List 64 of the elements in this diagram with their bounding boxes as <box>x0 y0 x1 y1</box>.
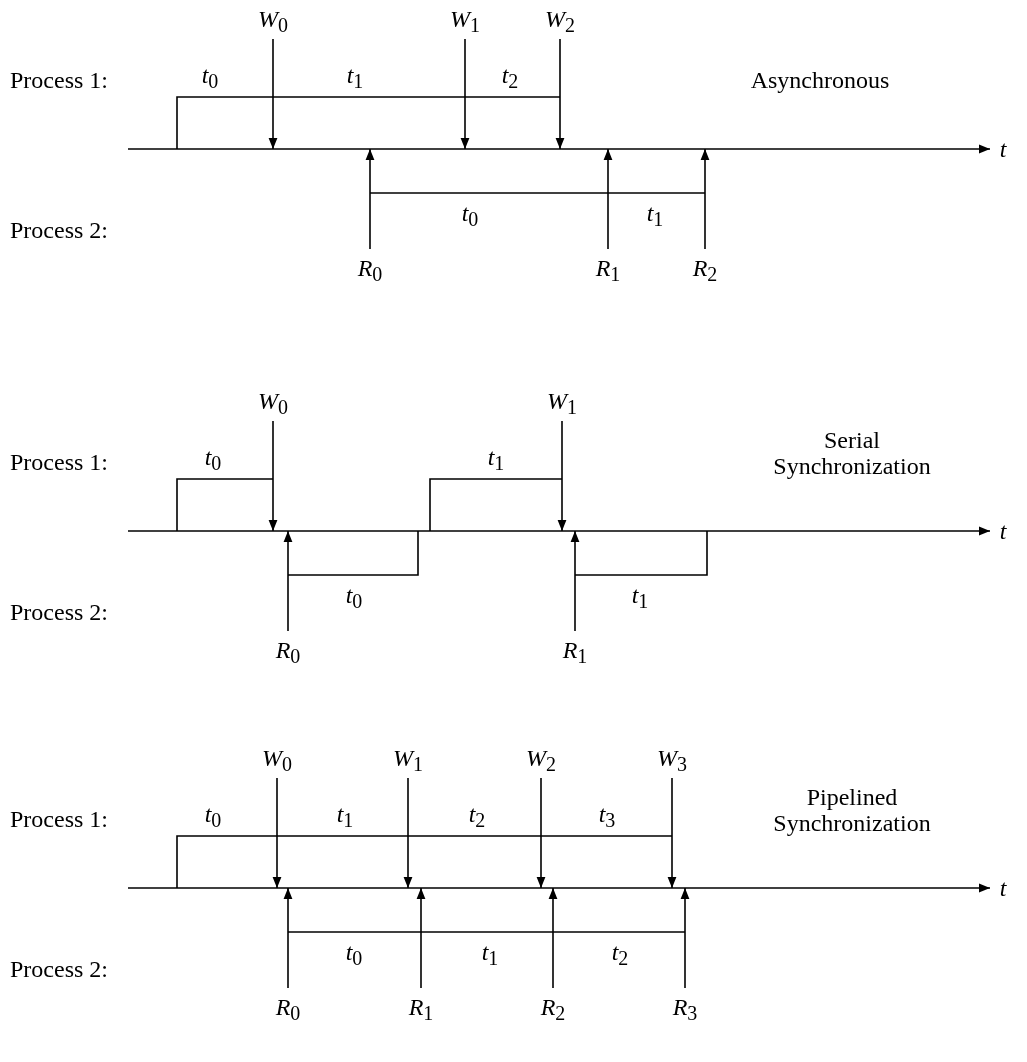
read-label: R$_{1}$ <box>595 254 621 286</box>
mode-label: Asynchronous <box>750 66 890 94</box>
interval-label: t$_{0}$ <box>345 581 363 613</box>
arrow <box>272 777 282 889</box>
mode-label: Pipelined Synchronization <box>772 783 932 837</box>
interval-label: t$_{1}$ <box>646 199 664 231</box>
arrow <box>667 777 677 889</box>
axis-label: t <box>999 517 1007 545</box>
interval-label: t$_{1}$ <box>346 61 364 93</box>
read-label: R$_{0}$ <box>275 636 301 668</box>
write-label: W$_{1}$ <box>450 5 480 37</box>
interval-label: t$_{0}$ <box>345 938 363 970</box>
arrow <box>268 38 278 150</box>
interval-label: t$_{1}$ <box>481 938 499 970</box>
arrow <box>283 530 293 632</box>
arrow <box>460 38 470 150</box>
arrow <box>548 887 558 989</box>
mode-label: Serial Synchronization <box>772 426 932 480</box>
arrow <box>403 777 413 889</box>
process-label: Process 1: <box>10 448 108 476</box>
interval-label: t$_{3}$ <box>598 800 616 832</box>
write-label: W$_{2}$ <box>526 744 556 776</box>
arrow <box>700 148 710 250</box>
read-label: R$_{0}$ <box>275 993 301 1025</box>
process-label: Process 2: <box>10 216 108 244</box>
interval-label: t$_{0}$ <box>204 443 222 475</box>
interval-label: t$_{1}$ <box>631 581 649 613</box>
write-label: W$_{3}$ <box>657 744 687 776</box>
process-label: Process 2: <box>10 955 108 983</box>
arrow <box>365 148 375 250</box>
write-label: W$_{0}$ <box>258 5 288 37</box>
axis-label: t <box>999 135 1007 163</box>
write-label: W$_{0}$ <box>262 744 292 776</box>
interval-label: t$_{0}$ <box>461 199 479 231</box>
interval-label: t$_{1}$ <box>487 443 505 475</box>
write-label: W$_{1}$ <box>393 744 423 776</box>
interval-label: t$_{1}$ <box>336 800 354 832</box>
read-label: R$_{1}$ <box>562 636 588 668</box>
axis-label: t <box>999 874 1007 902</box>
write-label: W$_{0}$ <box>258 387 288 419</box>
arrow <box>680 887 690 989</box>
arrow <box>555 38 565 150</box>
arrow <box>536 777 546 889</box>
interval-label: t$_{2}$ <box>468 800 486 832</box>
interval-label: t$_{0}$ <box>201 61 219 93</box>
arrow <box>570 530 580 632</box>
write-label: W$_{2}$ <box>545 5 575 37</box>
arrow <box>557 420 567 532</box>
interval-label: t$_{2}$ <box>501 61 519 93</box>
arrow <box>283 887 293 989</box>
arrow <box>603 148 613 250</box>
arrow <box>268 420 278 532</box>
process-label: Process 1: <box>10 66 108 94</box>
interval-label: t$_{2}$ <box>611 938 629 970</box>
read-label: R$_{1}$ <box>408 993 434 1025</box>
read-label: R$_{0}$ <box>357 254 383 286</box>
write-label: W$_{1}$ <box>547 387 577 419</box>
read-label: R$_{2}$ <box>540 993 566 1025</box>
read-label: R$_{2}$ <box>692 254 718 286</box>
process-label: Process 2: <box>10 598 108 626</box>
process-label: Process 1: <box>10 805 108 833</box>
arrow <box>416 887 426 989</box>
read-label: R$_{3}$ <box>672 993 698 1025</box>
interval-label: t$_{0}$ <box>204 800 222 832</box>
